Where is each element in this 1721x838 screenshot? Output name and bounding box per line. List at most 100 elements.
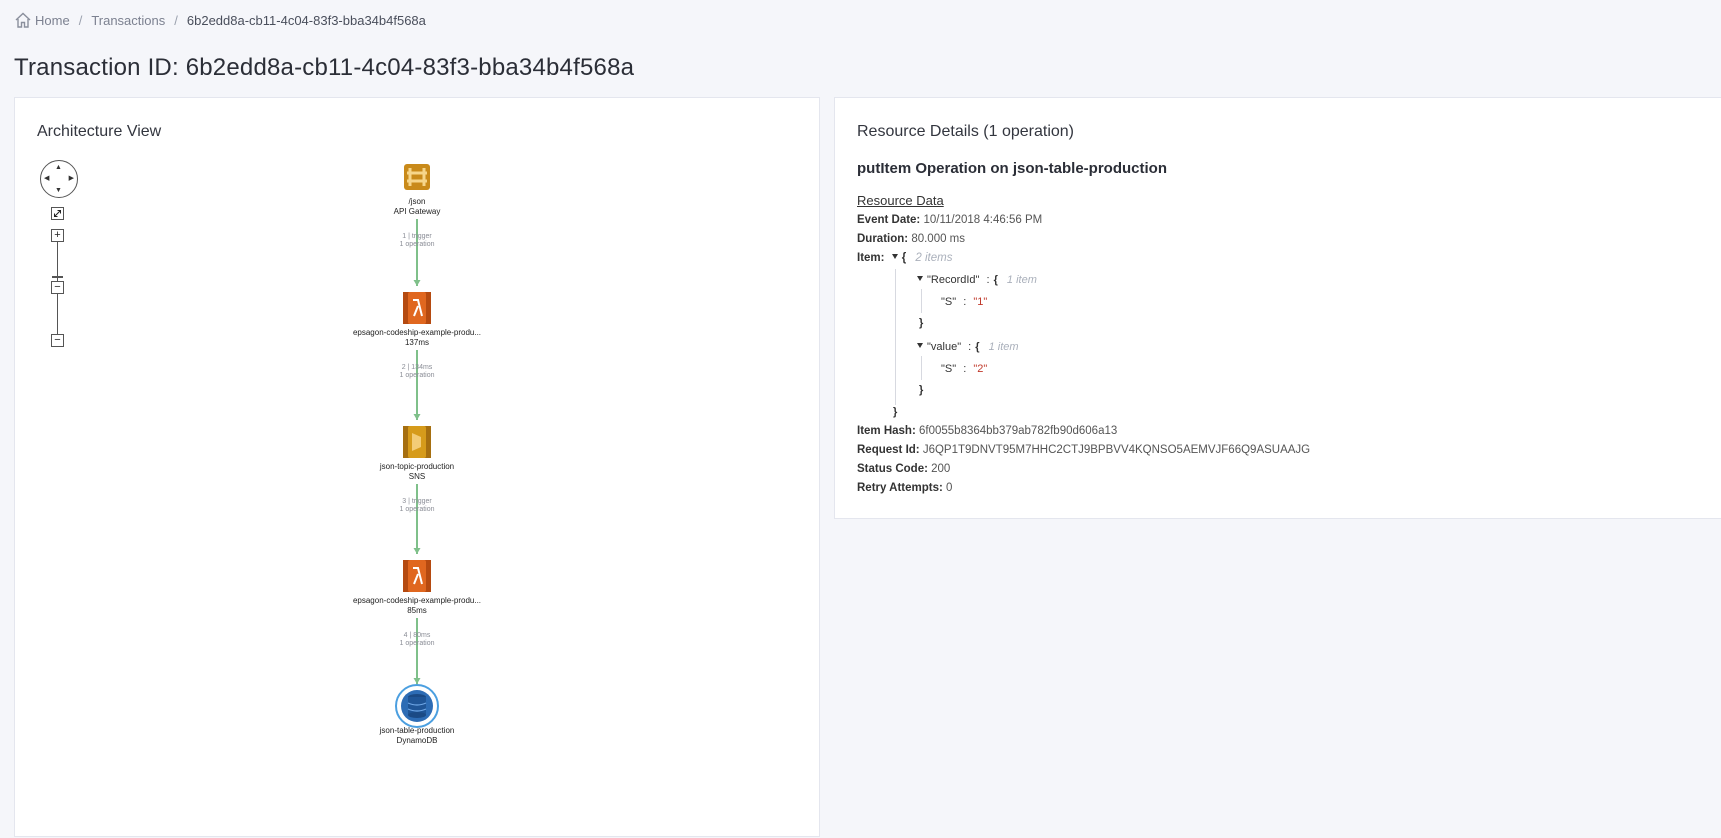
recordid-open-brace: { (993, 274, 998, 286)
node-name: /json (408, 197, 426, 206)
node-name: json-topic-production (379, 462, 455, 471)
recordid-s-key: "S" (941, 296, 957, 308)
home-icon[interactable] (14, 11, 32, 29)
pan-down-icon[interactable]: ▼ (55, 187, 62, 194)
edge-label-line: 2 | 134ms (401, 364, 433, 371)
duration-field: Duration: 80.000 ms (857, 233, 965, 245)
item-collapse-caret-icon[interactable] (891, 254, 898, 259)
item-field: Item: { 2 items (857, 252, 952, 264)
architecture-title: Architecture View (37, 123, 162, 140)
recordid-key: "RecordId" (927, 274, 980, 286)
architecture-panel: Architecture View ▲ ▼ ◀ ▶ + − − (14, 97, 820, 837)
value-s-key: "S" (941, 363, 957, 375)
zoom-slider-handle[interactable] (52, 276, 63, 278)
value-collapse-caret-icon[interactable] (917, 343, 923, 348)
request-id-field: Request Id: J6QP1T9DNVT95M7HHC2CTJ9BPBVV… (857, 444, 1310, 456)
item-hash-field: Item Hash: 6f0055b8364bb379ab782fb90d606… (857, 425, 1117, 437)
value-count: 1 item (988, 341, 1019, 353)
recordid-s-colon: : (963, 296, 967, 308)
breadcrumb: Home / Transactions / 6b2edd8a-cb11-4c04… (14, 10, 426, 30)
edge-label-line: 1 operation (399, 506, 435, 513)
value-s-value: "2" (973, 363, 988, 375)
recordid-s-row: "S" : "1" (941, 296, 987, 308)
edge-label-line: 1 operation (399, 372, 435, 379)
operation-title: putItem Operation on json-table-producti… (857, 160, 1167, 177)
value-s-colon: : (963, 363, 967, 375)
retry-attempts-value: 0 (946, 482, 953, 494)
tree-guide (895, 269, 896, 405)
edge-label-line: 1 | trigger (402, 233, 432, 240)
value-colon: : (968, 341, 972, 353)
value-close-brace: } (919, 384, 924, 396)
node-label[interactable]: epsagon-codeship-example-produ...137ms (317, 328, 517, 348)
node-type: SNS (408, 472, 426, 481)
zoom-in-button[interactable]: + (51, 229, 64, 242)
node-type: API Gateway (393, 207, 441, 216)
pan-up-icon[interactable]: ▲ (55, 164, 62, 171)
status-code-label: Status Code: (857, 463, 928, 475)
node-name: json-table-production (379, 726, 455, 735)
edge-label-line: 1 operation (399, 241, 435, 248)
sns-icon[interactable] (403, 426, 431, 458)
page-title: Transaction ID: 6b2edd8a-cb11-4c04-83f3-… (14, 54, 635, 81)
request-id-value: J6QP1T9DNVT95M7HHC2CTJ9BPBVV4KQNSO5AEMVJ… (922, 444, 1311, 456)
pan-left-icon[interactable]: ◀ (44, 175, 50, 182)
zoom-out-slider-button[interactable]: − (51, 281, 64, 294)
zoom-out-button[interactable]: − (51, 334, 64, 347)
recordid-colon: : (986, 274, 990, 286)
recordid-count: 1 item (1006, 274, 1037, 286)
lambda-icon[interactable] (403, 292, 431, 324)
value-close: } (919, 384, 923, 396)
edge-label-line: 3 | trigger (402, 498, 432, 505)
item-label: Item: (857, 252, 885, 264)
retry-attempts-field: Retry Attempts: 0 (857, 482, 952, 494)
retry-attempts-label: Retry Attempts: (857, 482, 943, 494)
value-key: "value" (927, 341, 962, 353)
breadcrumb-home-link[interactable]: Home (35, 12, 70, 28)
node-type: 137ms (404, 338, 429, 347)
status-code-value: 200 (931, 463, 951, 475)
lambda-icon[interactable] (403, 560, 431, 592)
breadcrumb-separator: / (174, 12, 178, 28)
value-s-row: "S" : "2" (941, 363, 987, 375)
pan-right-icon[interactable]: ▶ (68, 175, 74, 182)
value-open-brace: { (975, 341, 980, 353)
event-date-field: Event Date: 10/11/2018 4:46:56 PM (857, 214, 1042, 226)
edge-arrow-icon (413, 414, 421, 420)
resource-data-tab[interactable]: Resource Data (857, 193, 944, 208)
pan-control[interactable]: ▲ ▼ ◀ ▶ (40, 160, 78, 198)
item-close: } (893, 406, 897, 418)
breadcrumb-current: 6b2edd8a-cb11-4c04-83f3-bba34b4f568a (186, 12, 426, 28)
node-label[interactable]: epsagon-codeship-example-produ...85ms (317, 596, 517, 616)
dynamodb-icon[interactable] (395, 684, 439, 728)
recordid-collapse-caret-icon[interactable] (917, 276, 923, 281)
recordid-close: } (919, 317, 923, 329)
node-name: epsagon-codeship-example-produ... (352, 328, 482, 337)
item-hash-label: Item Hash: (857, 425, 916, 437)
breadcrumb-transactions-link[interactable]: Transactions (91, 12, 166, 28)
item-close-brace: } (893, 406, 898, 418)
duration-label: Duration: (857, 233, 909, 245)
node-type: DynamoDB (396, 736, 438, 745)
status-code-field: Status Code: 200 (857, 463, 950, 475)
resource-details-panel: Resource Details (1 operation) putItem O… (834, 97, 1721, 519)
value-row: "value" :{ 1 item (917, 341, 1019, 353)
tree-guide (921, 356, 922, 380)
edge-arrow-icon (413, 280, 421, 286)
duration-value: 80.000 ms (911, 233, 966, 245)
fit-view-button[interactable] (51, 207, 64, 220)
api-gateway-icon[interactable] (404, 164, 430, 190)
edge-label-line: 4 | 80ms (403, 632, 431, 639)
breadcrumb-separator: / (78, 12, 83, 28)
edge-label-line: 1 operation (399, 640, 435, 647)
item-open-brace: { (901, 252, 907, 264)
recordid-s-value: "1" (973, 296, 988, 308)
tree-guide (921, 289, 922, 313)
